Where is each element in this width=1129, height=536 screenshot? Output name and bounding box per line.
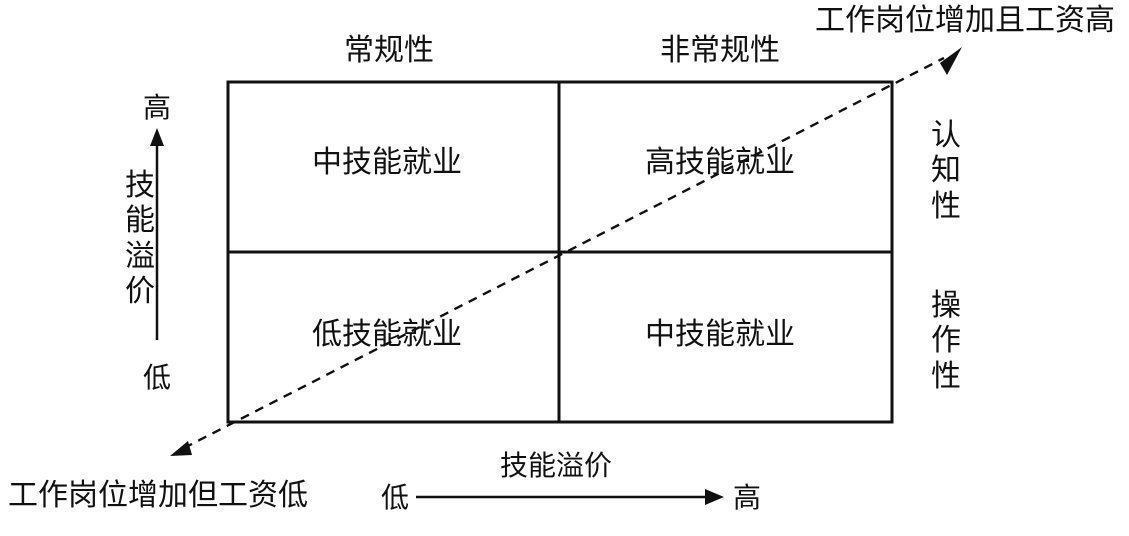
diagonal-top-label: 工作岗位增加且工资高 xyxy=(815,3,1115,38)
column-header-nonroutine: 非常规性 xyxy=(660,33,780,68)
y-axis-high-label: 高 xyxy=(143,91,172,124)
y-axis-low-label: 低 xyxy=(143,361,172,394)
x-axis-arrowhead xyxy=(705,489,724,505)
cell-bottom-left-low-skill: 低技能就业 xyxy=(312,317,462,352)
diagonal-bottom-label: 工作岗位增加但工资低 xyxy=(8,478,308,513)
column-header-routine: 常规性 xyxy=(344,33,434,68)
row-header-manual: 操作性 xyxy=(931,288,961,394)
y-axis-title: 技能溢价 xyxy=(125,168,155,310)
diagonal-dashed-line xyxy=(183,56,945,450)
cell-top-left-mid-skill: 中技能就业 xyxy=(312,145,462,180)
diagonal-bottom-arrowhead xyxy=(170,441,192,456)
diagonal-top-arrowhead xyxy=(940,47,962,75)
cell-bottom-right-mid-skill: 中技能就业 xyxy=(645,317,795,352)
row-header-cognitive: 认知性 xyxy=(931,118,961,224)
x-axis-title: 技能溢价 xyxy=(500,449,613,482)
x-axis-high-label: 高 xyxy=(733,481,762,514)
cell-top-right-high-skill: 高技能就业 xyxy=(645,145,795,180)
y-axis-arrowhead xyxy=(150,128,164,146)
x-axis-low-label: 低 xyxy=(381,481,410,514)
